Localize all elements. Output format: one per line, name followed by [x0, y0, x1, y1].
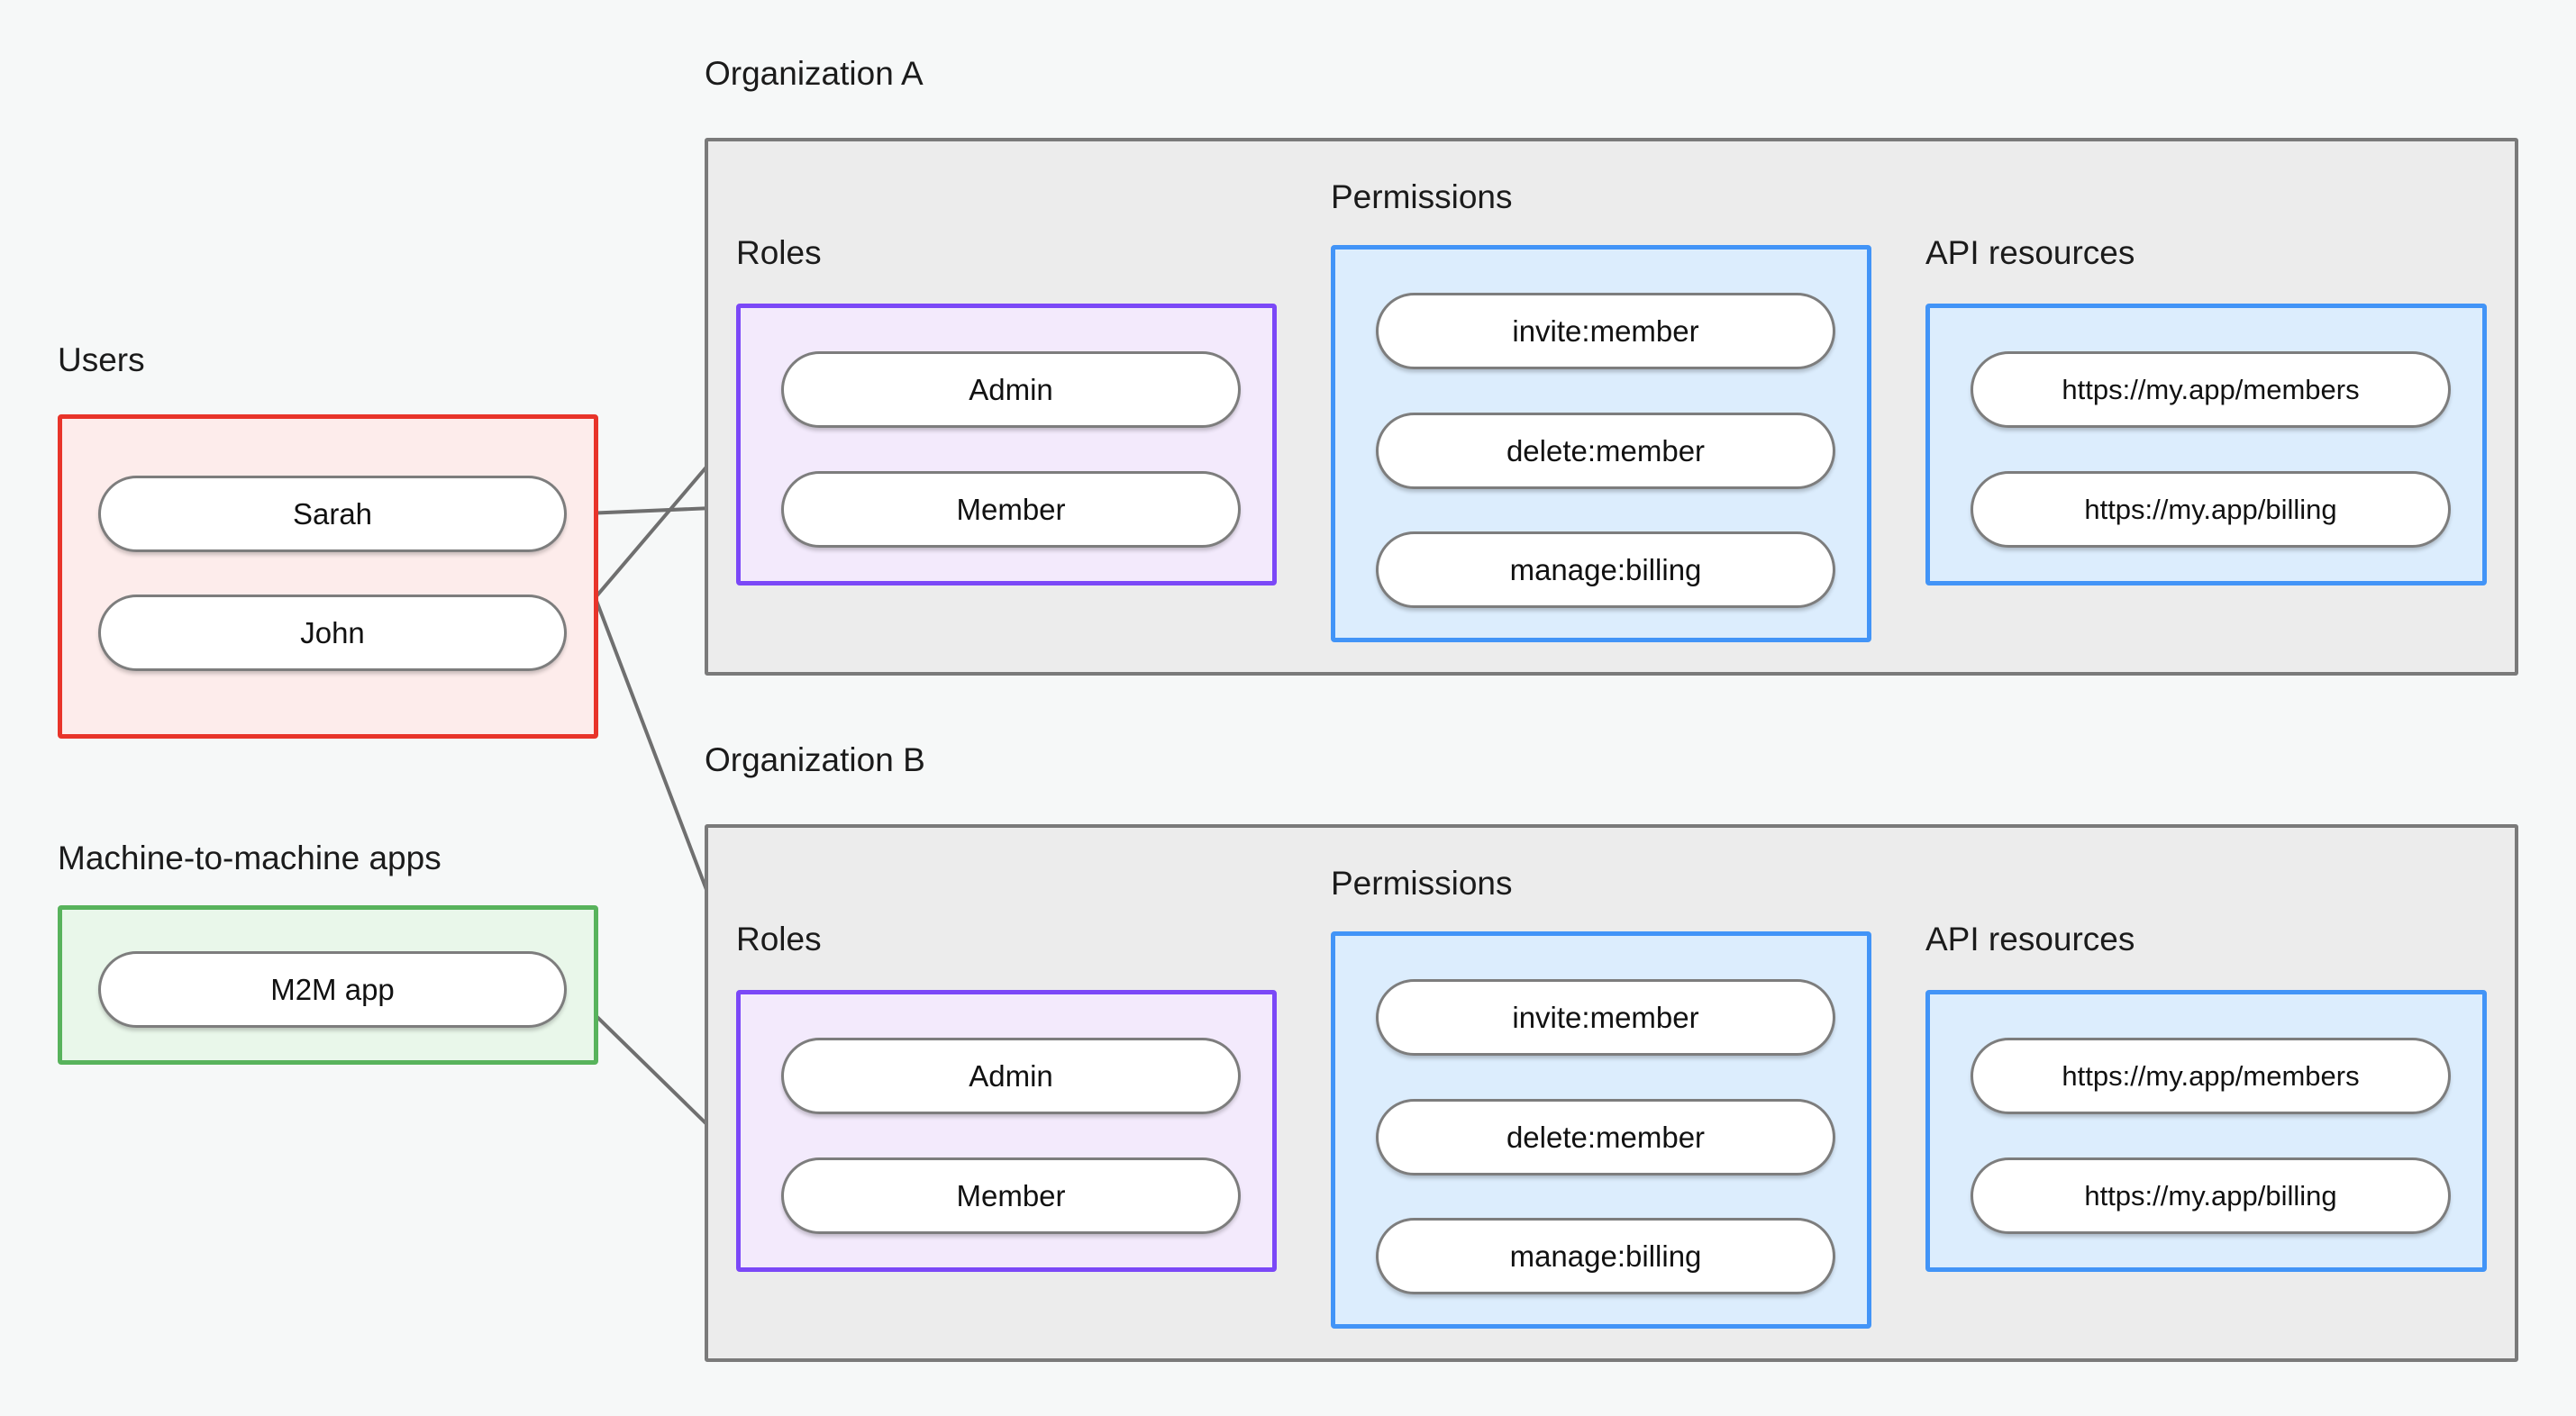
orgA-role-pill-member[interactable]: Member	[781, 471, 1241, 548]
orgA-api-pill-members[interactable]: https://my.app/members	[1971, 351, 2451, 428]
orgB-permissions-label: Permissions	[1331, 865, 1513, 902]
orgA-api-pill-billing[interactable]: https://my.app/billing	[1971, 471, 2451, 548]
users-group-label: Users	[58, 341, 145, 378]
m2m-pill-app[interactable]: M2M app	[98, 951, 567, 1028]
orgB-permissions-group: invite:member delete:member manage:billi…	[1331, 931, 1871, 1329]
m2m-group: M2M app	[58, 905, 598, 1065]
orgB-api-pill-members[interactable]: https://my.app/members	[1971, 1038, 2451, 1114]
organization-a-label: Organization A	[705, 55, 924, 92]
orgB-roles-group: Admin Member	[736, 990, 1277, 1272]
orgB-api-resources-label: API resources	[1925, 921, 2135, 958]
orgB-api-pill-billing[interactable]: https://my.app/billing	[1971, 1157, 2451, 1234]
orgA-roles-group: Admin Member	[736, 304, 1277, 585]
orgB-role-pill-member[interactable]: Member	[781, 1157, 1241, 1234]
orgB-permission-pill-delete-member[interactable]: delete:member	[1376, 1099, 1835, 1175]
orgA-api-resources-group: https://my.app/members https://my.app/bi…	[1925, 304, 2487, 585]
organization-b-label: Organization B	[705, 741, 925, 778]
orgA-role-pill-admin[interactable]: Admin	[781, 351, 1241, 428]
users-group: Sarah John	[58, 414, 598, 739]
orgA-permission-pill-invite-member[interactable]: invite:member	[1376, 293, 1835, 369]
user-pill-john[interactable]: John	[98, 595, 567, 671]
orgA-permissions-group: invite:member delete:member manage:billi…	[1331, 245, 1871, 642]
orgA-api-resources-label: API resources	[1925, 234, 2135, 271]
orgB-role-pill-admin[interactable]: Admin	[781, 1038, 1241, 1114]
orgB-permission-pill-invite-member[interactable]: invite:member	[1376, 979, 1835, 1056]
m2m-group-label: Machine-to-machine apps	[58, 840, 441, 876]
user-pill-sarah[interactable]: Sarah	[98, 476, 567, 552]
orgA-permission-pill-delete-member[interactable]: delete:member	[1376, 413, 1835, 489]
orgB-roles-label: Roles	[736, 921, 822, 958]
orgB-api-resources-group: https://my.app/members https://my.app/bi…	[1925, 990, 2487, 1272]
orgA-permissions-label: Permissions	[1331, 178, 1513, 215]
orgA-roles-label: Roles	[736, 234, 822, 271]
orgB-permission-pill-manage-billing[interactable]: manage:billing	[1376, 1218, 1835, 1294]
orgA-permission-pill-manage-billing[interactable]: manage:billing	[1376, 531, 1835, 608]
